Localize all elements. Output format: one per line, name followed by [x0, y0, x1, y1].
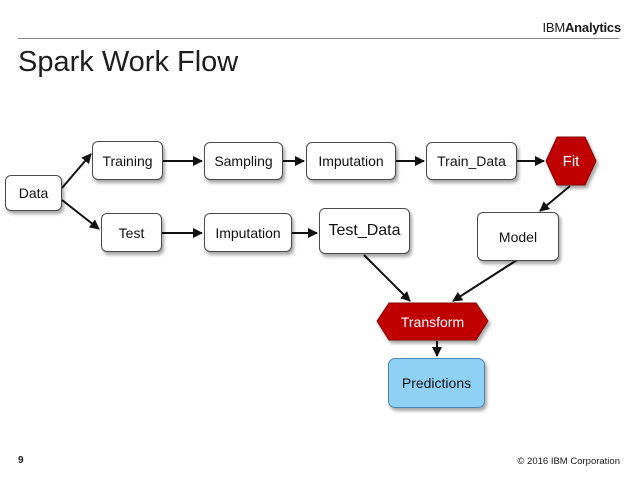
node-test-data: Test_Data — [319, 208, 410, 254]
node-test: Test — [101, 213, 162, 252]
transform-hexagon — [376, 302, 489, 341]
arrow-fit-model — [539, 185, 571, 212]
node-sampling: Sampling — [204, 142, 283, 180]
node-fit-label: Fit — [562, 152, 580, 170]
node-model: Model — [477, 212, 559, 261]
header-rule — [18, 38, 619, 39]
arrow-data-test — [61, 199, 100, 230]
node-imputation-top: Imputation — [306, 142, 396, 180]
node-data: Data — [5, 175, 62, 211]
brand-analytics: Analytics — [564, 20, 621, 35]
node-train-data: Train_Data — [426, 142, 517, 180]
arrow-data-training — [61, 153, 92, 189]
arrow-testdata-transform — [363, 254, 411, 302]
slide-title: Spark Work Flow — [18, 46, 239, 78]
node-training: Training — [92, 141, 163, 180]
brand-ibm: IBM — [542, 20, 565, 35]
node-imputation-bottom: Imputation — [204, 213, 292, 252]
fit-hexagon — [545, 136, 597, 186]
page-number: 9 — [18, 455, 24, 466]
copyright: © 2016 IBM Corporation — [517, 456, 620, 467]
node-predictions: Predictions — [388, 358, 485, 408]
arrow-model-transform — [452, 259, 518, 302]
brand-logo: IBMAnalytics — [542, 20, 621, 35]
node-transform-label: Transform — [400, 313, 465, 330]
